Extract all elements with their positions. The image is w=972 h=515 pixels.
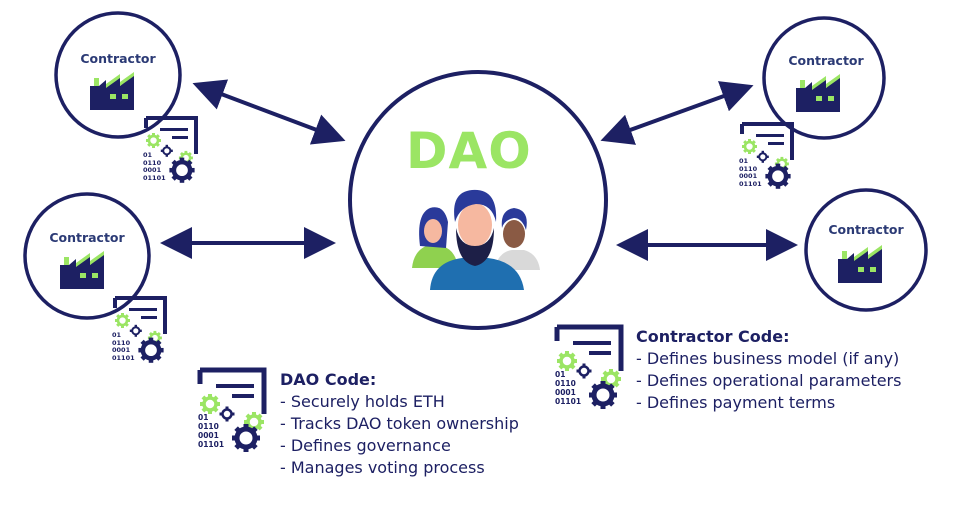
dao-code-item: - Manages voting process xyxy=(280,458,485,477)
dao-code-block: DAO Code: - Securely holds ETH - Tracks … xyxy=(280,369,519,479)
dao-code-item: - Securely holds ETH xyxy=(280,392,445,411)
dao-code-heading: DAO Code: xyxy=(280,370,377,389)
code-document-icon xyxy=(113,296,167,363)
contractor-label-top-left: Contractor xyxy=(80,51,156,66)
contractor-code-heading: Contractor Code: xyxy=(636,327,790,346)
contractor-label-top-right: Contractor xyxy=(788,53,864,68)
code-document-icon xyxy=(740,122,794,189)
contractor-code-item: - Defines business model (if any) xyxy=(636,349,900,368)
contractor-label-mid-right: Contractor xyxy=(828,222,904,237)
dao-code-document-icon xyxy=(197,367,267,452)
contractor-label-mid-left: Contractor xyxy=(49,230,125,245)
contractor-circle-top-left xyxy=(54,11,182,139)
dao-code-item: - Defines governance xyxy=(280,436,451,455)
arrow-top-right xyxy=(600,81,754,145)
contractor-code-document-icon xyxy=(554,324,624,409)
dao-code-item: - Tracks DAO token ownership xyxy=(280,414,519,433)
dao-title: DAO xyxy=(406,122,532,180)
people-group-icon xyxy=(412,189,540,290)
code-document-icon xyxy=(144,116,198,183)
contractor-code-item: - Defines payment terms xyxy=(636,393,836,412)
arrow-top-left xyxy=(192,79,346,145)
contractor-code-block: Contractor Code: - Defines business mode… xyxy=(636,326,901,414)
contractor-code-item: - Defines operational parameters xyxy=(636,371,902,390)
